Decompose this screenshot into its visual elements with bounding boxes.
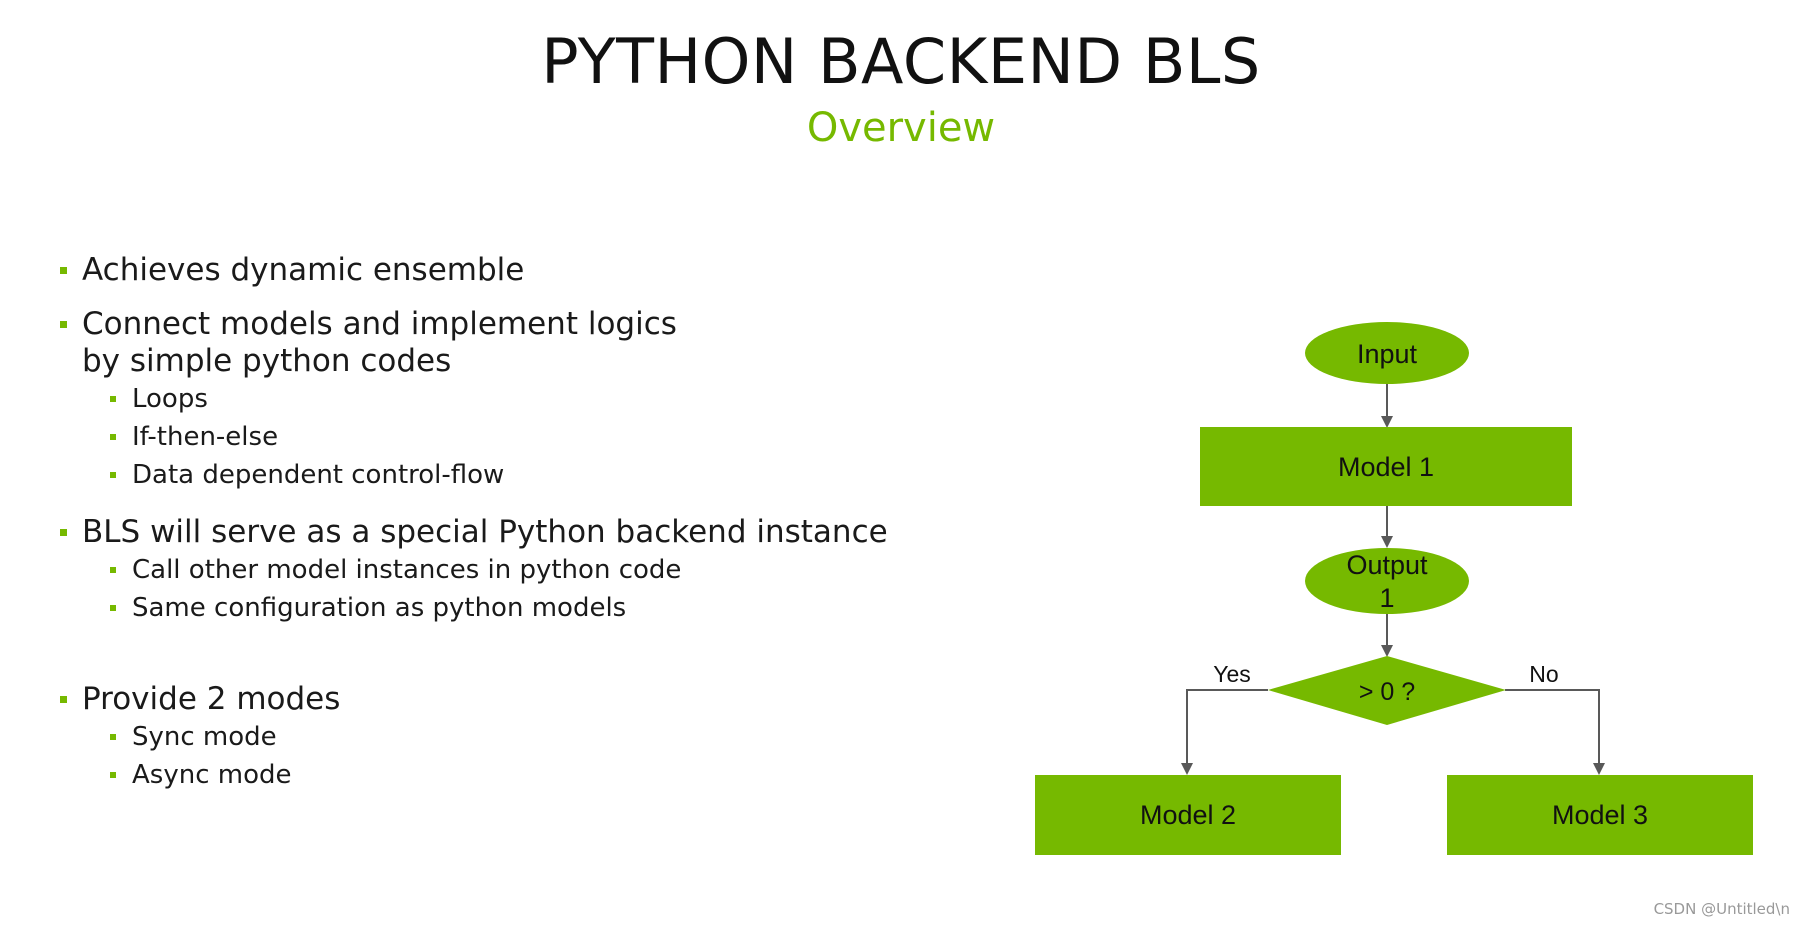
model3-node [1447,775,1753,855]
yes-branch-label: Yes [1213,661,1251,687]
input-node [1305,322,1469,384]
bullet-connect-models: Connect models and implement logics by s… [55,306,722,380]
bullet-group-bls-instance: BLS will serve as a special Python backe… [55,514,915,627]
model1-node [1200,427,1572,506]
output1-node [1305,548,1469,614]
input-node-label: Input [1357,339,1418,369]
bullet-group-dynamic-ensemble: Achieves dynamic ensemble [55,252,915,289]
sub-bullet-sync-mode: Sync mode [105,718,915,756]
bullet-group-modes: Provide 2 modes Sync mode Async mode [55,681,915,794]
arrow-decision-yes-to-model2 [1181,689,1268,775]
sub-bullet-same-configuration: Same configuration as python models [105,589,915,627]
model2-node-label: Model 2 [1140,800,1236,830]
flowchart-connectors [1181,384,1605,775]
watermark: CSDN @Untitled\n [1653,900,1790,918]
bullet-group-connect-models: Connect models and implement logics by s… [55,306,915,494]
sub-bullet-call-other-models: Call other model instances in python cod… [105,551,915,589]
sub-bullet-async-mode: Async mode [105,756,915,794]
model2-node [1035,775,1341,855]
decision-node-label: > 0 ? [1359,678,1415,706]
model1-node-label: Model 1 [1338,452,1434,482]
bullet-list: Achieves dynamic ensemble Connect models… [55,252,915,794]
bullet-bls-instance: BLS will serve as a special Python backe… [55,514,915,551]
bullet-dynamic-ensemble: Achieves dynamic ensemble [55,252,915,289]
sub-bullet-control-flow: Data dependent control-flow [105,456,915,494]
slide-subtitle: Overview [806,105,996,151]
bullet-provide-modes: Provide 2 modes [55,681,915,718]
no-branch-label: No [1529,661,1558,687]
arrow-decision-no-to-model3 [1505,689,1605,775]
sub-bullet-loops: Loops [105,380,915,418]
decision-node [1268,656,1506,725]
model3-node-label: Model 3 [1552,800,1648,830]
output1-node-label-line1: Output [1346,550,1428,580]
sub-bullet-if-then-else: If-then-else [105,418,915,456]
slide-title: PYTHON BACKEND BLS [541,25,1261,98]
output1-node-label-line2: 1 [1379,583,1394,613]
